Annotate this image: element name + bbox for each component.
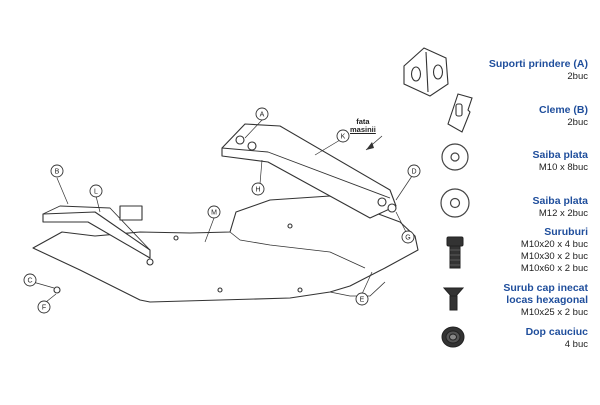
front-arrow-head — [366, 142, 374, 150]
legend-title-plug: Dop cauciuc — [525, 326, 588, 338]
leader-e — [361, 271, 373, 295]
leader-c — [32, 281, 55, 289]
callout-e: E — [355, 292, 369, 306]
front-of-car-label: fata masinii — [350, 118, 376, 134]
legend-title-bolts: Suruburi — [544, 226, 588, 238]
small-washer-icon — [441, 143, 469, 171]
callout-label-d: D — [411, 169, 416, 176]
hole-3 — [297, 287, 303, 293]
legend-qty-plug: 4 buc — [564, 339, 588, 350]
leader-b — [56, 177, 69, 205]
callout-b: B — [50, 164, 64, 178]
callout-d: D — [407, 164, 421, 178]
callout-m: M — [207, 205, 221, 219]
bolt-c — [53, 286, 61, 294]
legend-title-screw-line2: locas hexagonal — [506, 294, 588, 306]
callout-label-a: A — [260, 112, 265, 119]
leader-f — [45, 293, 57, 303]
leader-g — [395, 211, 407, 233]
callout-label-e: E — [360, 297, 365, 304]
bolt-a-2 — [247, 141, 257, 151]
callout-label-g: G — [405, 235, 410, 242]
bolt-d-1 — [377, 197, 387, 207]
rail-left — [42, 211, 151, 259]
hole-2 — [217, 287, 223, 293]
legend-title-screw-line1: Surub cap inecat — [503, 282, 588, 294]
bolt-icon — [446, 236, 464, 269]
legend-qty-screw: M10x25 x 2 buc — [520, 307, 588, 318]
hole-4 — [287, 223, 293, 229]
legend-qty-brackets: 2buc — [567, 71, 588, 82]
legend-qty-clips: 2buc — [567, 117, 588, 128]
callout-k: K — [336, 129, 350, 143]
leader-k — [314, 139, 341, 156]
leader-m — [204, 217, 215, 243]
callout-g: G — [401, 230, 415, 244]
callout-f: F — [37, 300, 51, 314]
legend-qty-washer-m10: M10 x 8buc — [538, 162, 588, 173]
large-washer-icon — [440, 188, 470, 218]
legend-title-washer-m12: Saiba plata — [532, 195, 588, 207]
callout-a: A — [255, 107, 269, 121]
callout-h: H — [251, 182, 265, 196]
leader-a — [244, 119, 263, 139]
rail-left-top — [42, 205, 151, 251]
callout-label-b: B — [55, 169, 60, 176]
callout-c: C — [23, 273, 37, 287]
leader-h — [259, 159, 263, 185]
legend-title-brackets: Suporti prindere (A) — [488, 58, 588, 70]
legend-qty-bolts-2: M10x30 x 2 buc — [520, 251, 588, 262]
clip-icon — [447, 93, 473, 133]
callout-label-c: C — [27, 278, 32, 285]
skid-plate-main-inner — [229, 231, 366, 269]
leader-l — [95, 195, 101, 213]
callout-label-m: M — [211, 210, 217, 217]
skid-plate-main — [32, 195, 419, 303]
legend-title-washer-m10: Saiba plata — [532, 149, 588, 161]
front-label-line1: fata — [356, 117, 370, 126]
bolt-d-2 — [387, 203, 397, 213]
front-label-line2: masinii — [350, 125, 376, 134]
callout-label-l: L — [94, 189, 98, 196]
bolt-l — [146, 258, 154, 266]
countersunk-screw-icon — [442, 287, 465, 311]
leader-d — [395, 175, 413, 201]
legend-qty-bolts-3: M10x60 x 2 buc — [520, 263, 588, 274]
bolt-a-1 — [235, 135, 245, 145]
rubber-plug-icon — [441, 326, 465, 348]
rail-left-tab — [119, 205, 143, 221]
front-bar-edge — [221, 147, 391, 199]
callout-label-h: H — [255, 187, 260, 194]
callout-label-f: F — [42, 305, 46, 312]
legend-title-clips: Cleme (B) — [538, 104, 588, 116]
legend-qty-washer-m12: M12 x 2buc — [538, 208, 588, 219]
hole-1 — [173, 235, 179, 241]
callout-label-k: K — [341, 134, 346, 141]
callout-l: L — [89, 184, 103, 198]
bracket-icon — [403, 47, 449, 97]
legend-qty-bolts-1: M10x20 x 4 buc — [520, 239, 588, 250]
